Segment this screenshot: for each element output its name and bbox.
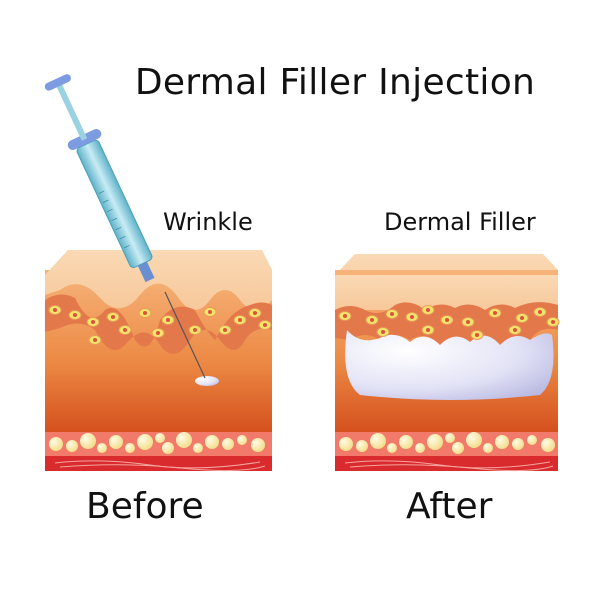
before-caption: Before (86, 486, 204, 527)
after-skin-block (335, 254, 560, 472)
dermal-filler-label: Dermal Filler (384, 208, 536, 236)
diagram-title: Dermal Filler Injection (134, 62, 536, 103)
syringe-icon (44, 74, 206, 379)
before-skin-block (45, 250, 272, 472)
after-caption: After (406, 486, 493, 527)
wrinkle-label: Wrinkle (163, 208, 253, 236)
